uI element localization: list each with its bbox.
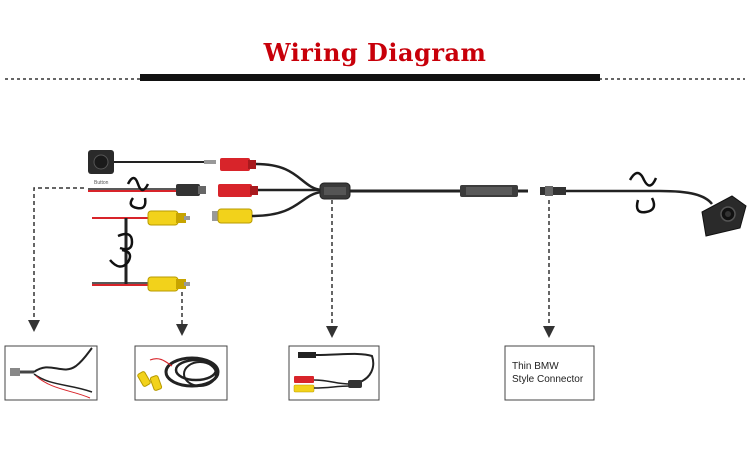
thumbnail-thin-bmw-frame [504,345,595,401]
title-divider [5,74,745,81]
thumbnail-power-cable [4,345,98,401]
cable-tie-icon [126,176,150,210]
harness-junction [319,182,351,200]
button-module-icon [88,150,216,174]
thin-bmw-connector-label: Thin BMW Style Connector [512,360,583,386]
harness-wires [251,162,323,218]
button-label: Button [94,180,109,186]
diagram-title: Wiring Diagram [263,38,487,67]
harness-rca-yellow [212,208,253,224]
thin-bmw-line2: Style Connector [512,374,584,385]
thumbnail-harness [288,345,380,401]
harness-red-jack-top [220,158,256,171]
thin-bmw-connector [540,186,660,196]
harness-red-plug-middle [218,184,258,197]
rca-lead-bottom [92,276,190,292]
extension-cable [350,185,528,197]
cable-tie-icon [109,232,134,268]
arrow-to-power-cable [28,187,84,332]
rca-lead-top [92,210,190,285]
cable-tie-icon [628,171,658,214]
license-plate-camera-icon [659,189,747,237]
thin-bmw-line1: Thin BMW [512,361,559,372]
power-leads [88,184,206,196]
thumbnail-rca-cable [134,345,228,401]
